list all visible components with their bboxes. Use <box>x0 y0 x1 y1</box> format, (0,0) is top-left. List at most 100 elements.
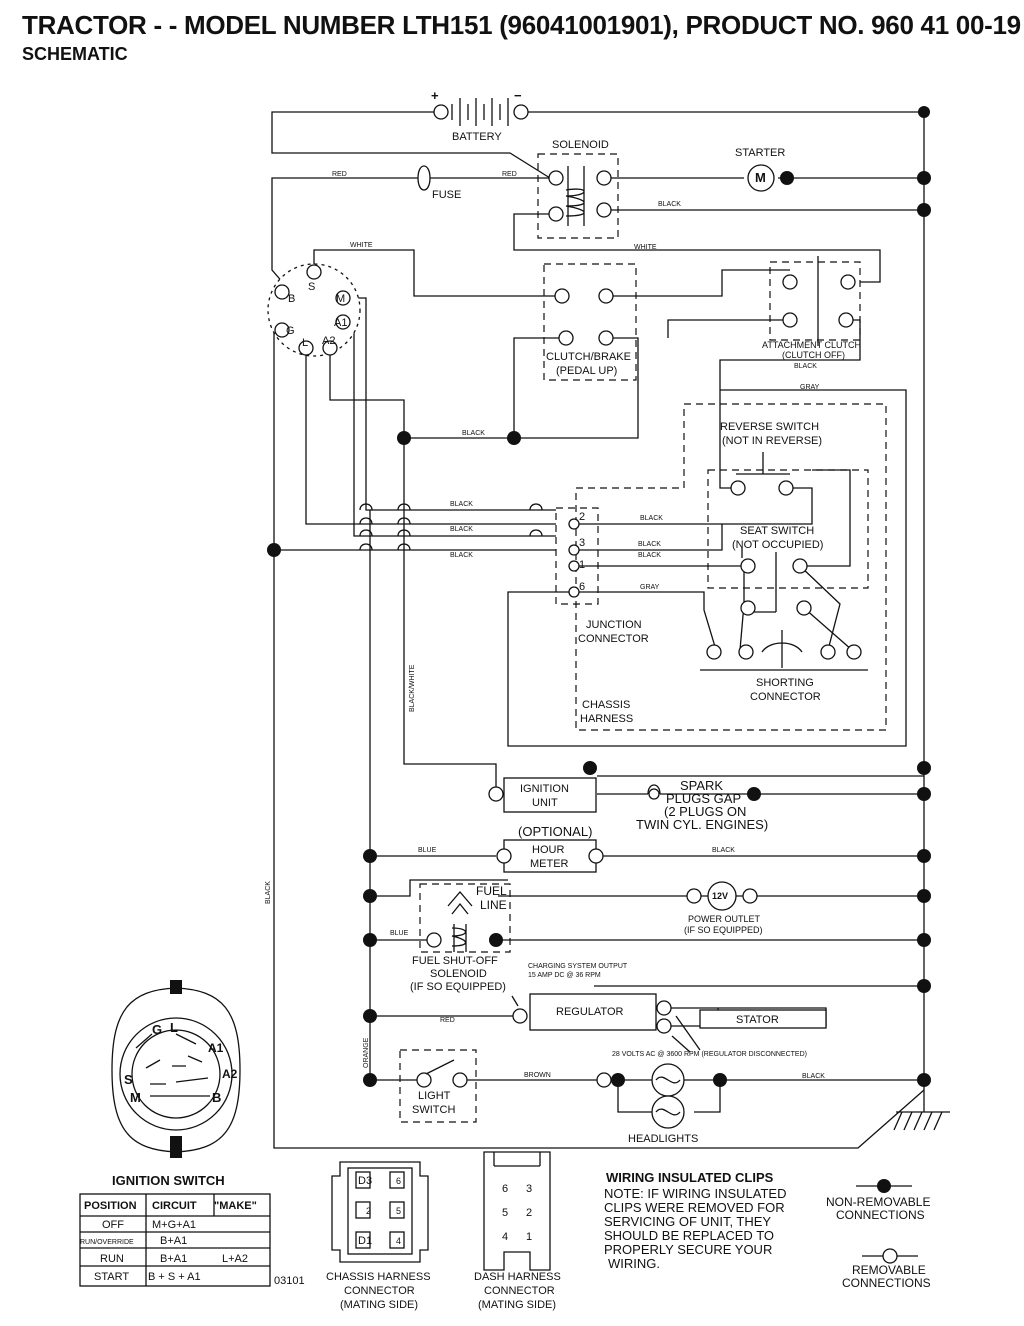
solenoid-symbol <box>548 166 612 226</box>
wire-black-white: BLACK/WHITE <box>409 664 416 712</box>
fuel-line-sublabel: LINE <box>480 898 507 912</box>
wire-black-2: BLACK <box>794 363 817 370</box>
light-switch-label: LIGHT <box>418 1090 451 1102</box>
regulator-box <box>529 993 657 1031</box>
switch-letter-g: G <box>152 1022 162 1037</box>
junction-sublabel: CONNECTOR <box>578 633 649 645</box>
chassis-pin-6: 6 <box>396 1176 401 1186</box>
dash-pin-4: 4 <box>502 1231 508 1243</box>
table-row-2-make: L+A2 <box>222 1253 248 1265</box>
battery-minus-label: − <box>514 88 522 103</box>
clips-line-5: PROPERLY SECURE YOUR <box>604 1242 772 1257</box>
table-header-position: POSITION <box>84 1200 137 1212</box>
terminal-s-label: S <box>308 281 315 293</box>
power-outlet-label: POWER OUTLET <box>688 914 761 924</box>
switch-letter-m: M <box>130 1090 141 1105</box>
stator-label: STATOR <box>736 1014 779 1026</box>
wire-black-1: BLACK <box>658 201 681 208</box>
junction-pin-1: 1 <box>579 559 585 571</box>
clutch-brake-sublabel: (PEDAL UP) <box>556 365 617 377</box>
wire-black-7: BLACK <box>640 515 663 522</box>
light-switch-sublabel: SWITCH <box>412 1104 455 1116</box>
dash-harness-connector: 6 3 5 2 4 1 DASH HARNESS CONNECTOR (MATI… <box>474 1151 561 1311</box>
stator-note: 28 VOLTS AC @ 3600 RPM (REGULATOR DISCON… <box>612 1051 807 1058</box>
dash-pin-5: 5 <box>502 1207 508 1219</box>
junction-pin-6: 6 <box>579 581 585 593</box>
charging-sublabel: 15 AMP DC @ 36 RPM <box>528 972 601 979</box>
shorting-sublabel: CONNECTOR <box>750 691 821 703</box>
fuse-symbol <box>417 165 431 191</box>
ignition-switch-title: IGNITION SWITCH <box>112 1173 225 1188</box>
fuel-line-label: FUEL <box>476 884 507 898</box>
power-outlet-sublabel: (IF SO EQUIPPED) <box>684 925 763 935</box>
fuel-solenoid-label: FUEL SHUT-OFF <box>412 955 498 967</box>
chassis-pin-4: 4 <box>396 1236 401 1246</box>
fuel-solenoid-note: (IF SO EQUIPPED) <box>410 981 506 993</box>
attach-clutch-sublabel: (CLUTCH OFF) <box>782 350 845 360</box>
switch-letter-l: L <box>170 1020 178 1035</box>
hour-meter-label: HOUR <box>532 844 564 856</box>
reverse-switch-label: REVERSE SWITCH <box>720 421 819 433</box>
clips-line-6: WIRING. <box>608 1256 660 1271</box>
table-row-3-circuit: B + S + A1 <box>148 1271 201 1283</box>
wire-black-4: BLACK <box>450 501 473 508</box>
wire-orange: ORANGE <box>363 1037 370 1068</box>
chassis-connector-note: (MATING SIDE) <box>340 1299 418 1311</box>
wire-gray-1: GRAY <box>800 384 820 391</box>
dash-pin-2: 2 <box>526 1207 532 1219</box>
terminal-labels: S M B A1 G L A2 2 3 1 6 <box>286 281 585 593</box>
wire-red-1: RED <box>332 171 347 178</box>
attach-clutch-label: ATTACHMENT CLUTCH <box>762 340 861 350</box>
clips-line-3: SERVICING OF UNIT, THEY <box>604 1214 771 1229</box>
clips-line-1: NOTE: IF WIRING INSULATED <box>604 1186 787 1201</box>
removable-label: REMOVABLE <box>852 1263 926 1277</box>
charging-label: CHARGING SYSTEM OUTPUT <box>528 963 628 970</box>
page-title: TRACTOR - - MODEL NUMBER LTH151 (9604100… <box>22 10 1021 40</box>
spark-label-4: TWIN CYL. ENGINES) <box>636 817 768 832</box>
notes-legend: WIRING INSULATED CLIPS NOTE: IF WIRING I… <box>604 1170 931 1290</box>
fuel-solenoid-sublabel: SOLENOID <box>430 968 487 980</box>
wire-red-3: RED <box>440 1017 455 1024</box>
ignition-unit-sublabel: UNIT <box>532 797 558 809</box>
wire-hops <box>359 503 543 551</box>
seat-switch-sublabel: (NOT OCCUPIED) <box>732 539 823 551</box>
seat-switch-label: SEAT SWITCH <box>740 525 814 537</box>
spark-label-3: (2 PLUGS ON <box>664 804 746 819</box>
chassis-connector-label: CHASSIS HARNESS <box>326 1271 431 1283</box>
clips-line-2: CLIPS WERE REMOVED FOR <box>604 1200 785 1215</box>
chassis-connector-sublabel: CONNECTOR <box>344 1285 415 1297</box>
dash-connector-sublabel: CONNECTOR <box>484 1285 555 1297</box>
switch-letter-b: B <box>212 1090 221 1105</box>
switch-letter-s: S <box>124 1072 133 1087</box>
terminal-m-label: M <box>336 293 345 305</box>
wire-black-10: BLACK <box>712 847 735 854</box>
table-row-0-circuit: M+G+A1 <box>152 1219 196 1231</box>
wire-black-6: BLACK <box>450 552 473 559</box>
clips-line-4: SHOULD BE REPLACED TO <box>604 1228 774 1243</box>
battery-label: BATTERY <box>452 131 502 143</box>
table-row-2-circuit: B+A1 <box>160 1253 187 1265</box>
junction-pin-2: 2 <box>579 511 585 523</box>
wires <box>271 98 950 1149</box>
terminal-l-label: L <box>302 337 308 349</box>
starter-symbol <box>747 164 775 192</box>
ignition-unit-box <box>503 777 597 813</box>
solenoid-label: SOLENOID <box>552 139 609 151</box>
regulator-label: REGULATOR <box>556 1006 623 1018</box>
shorting-label: SHORTING <box>756 677 814 689</box>
junction-label: JUNCTION <box>586 619 642 631</box>
wire-white-1: WHITE <box>350 242 373 249</box>
page-subtitle: SCHEMATIC <box>22 44 128 64</box>
wire-brown-1: BROWN <box>524 1072 551 1079</box>
wire-black-11: BLACK <box>802 1073 825 1080</box>
wire-blue-2: BLUE <box>390 930 409 937</box>
dash-pin-6: 6 <box>502 1183 508 1195</box>
dash-connector-note: (MATING SIDE) <box>478 1299 556 1311</box>
clips-title: WIRING INSULATED CLIPS <box>606 1170 774 1185</box>
power-outlet-symbol-label: 12V <box>712 891 728 901</box>
table-row-3-position: START <box>94 1271 129 1283</box>
wire-blue-1: BLUE <box>418 847 437 854</box>
wire-black-5: BLACK <box>450 526 473 533</box>
components <box>267 104 868 1129</box>
wire-black-3: BLACK <box>462 430 485 437</box>
